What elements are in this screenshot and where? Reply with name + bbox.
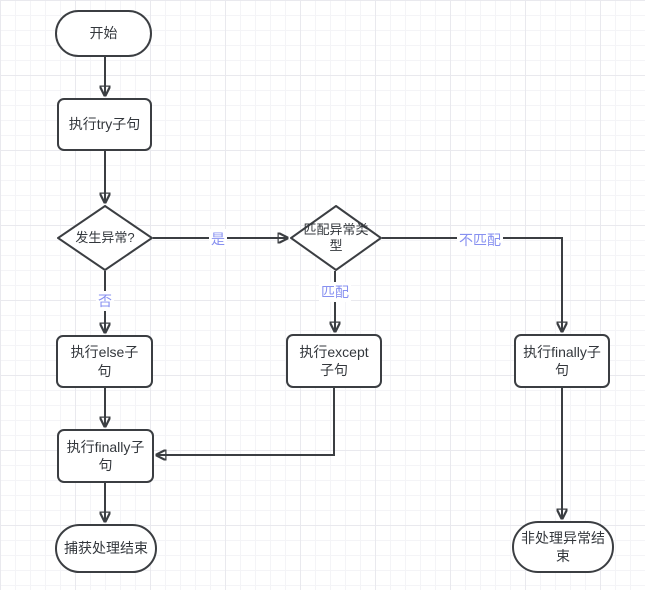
- edge-label-match[interactable]: 匹配: [319, 282, 351, 302]
- node-end-caught[interactable]: 捕获处理结束: [55, 524, 157, 573]
- node-label: 执行else子 句: [70, 344, 139, 379]
- node-else-clause[interactable]: 执行else子 句: [56, 335, 153, 388]
- node-except-clause[interactable]: 执行except 子句: [286, 334, 382, 388]
- diamond-shape: [290, 205, 382, 271]
- node-try-clause[interactable]: 执行try子句: [57, 98, 152, 151]
- node-decision-exception[interactable]: 发生异常?: [57, 205, 153, 271]
- node-label: 匹配异常类 型: [303, 221, 369, 253]
- connector-decision-match-to-finally-right[interactable]: [382, 237, 562, 331]
- node-end-unhandled[interactable]: 非处理异常结 束: [512, 521, 614, 573]
- node-start[interactable]: 开始: [55, 10, 152, 57]
- node-label: 执行try子句: [68, 116, 141, 133]
- node-label: 发生异常?: [75, 229, 135, 245]
- edge-label-yes[interactable]: 是: [209, 229, 227, 249]
- edge-label-not-match[interactable]: 不匹配: [457, 230, 503, 250]
- node-label: 捕获处理结束: [64, 540, 148, 557]
- edge-label-no[interactable]: 否: [96, 291, 114, 311]
- node-label: 开始: [89, 25, 118, 42]
- node-label: 执行finally子 句: [66, 438, 145, 473]
- node-label: 非处理异常结 束: [521, 529, 605, 564]
- node-decision-match[interactable]: 匹配异常类 型: [290, 205, 382, 271]
- node-finally-left[interactable]: 执行finally子 句: [57, 429, 154, 483]
- node-label: 执行finally子 句: [523, 343, 601, 378]
- connector-except-to-finally-left[interactable]: [157, 388, 335, 455]
- node-label: 执行except 子句: [299, 343, 369, 378]
- node-finally-right[interactable]: 执行finally子 句: [514, 334, 610, 388]
- diamond-shape: [57, 205, 153, 271]
